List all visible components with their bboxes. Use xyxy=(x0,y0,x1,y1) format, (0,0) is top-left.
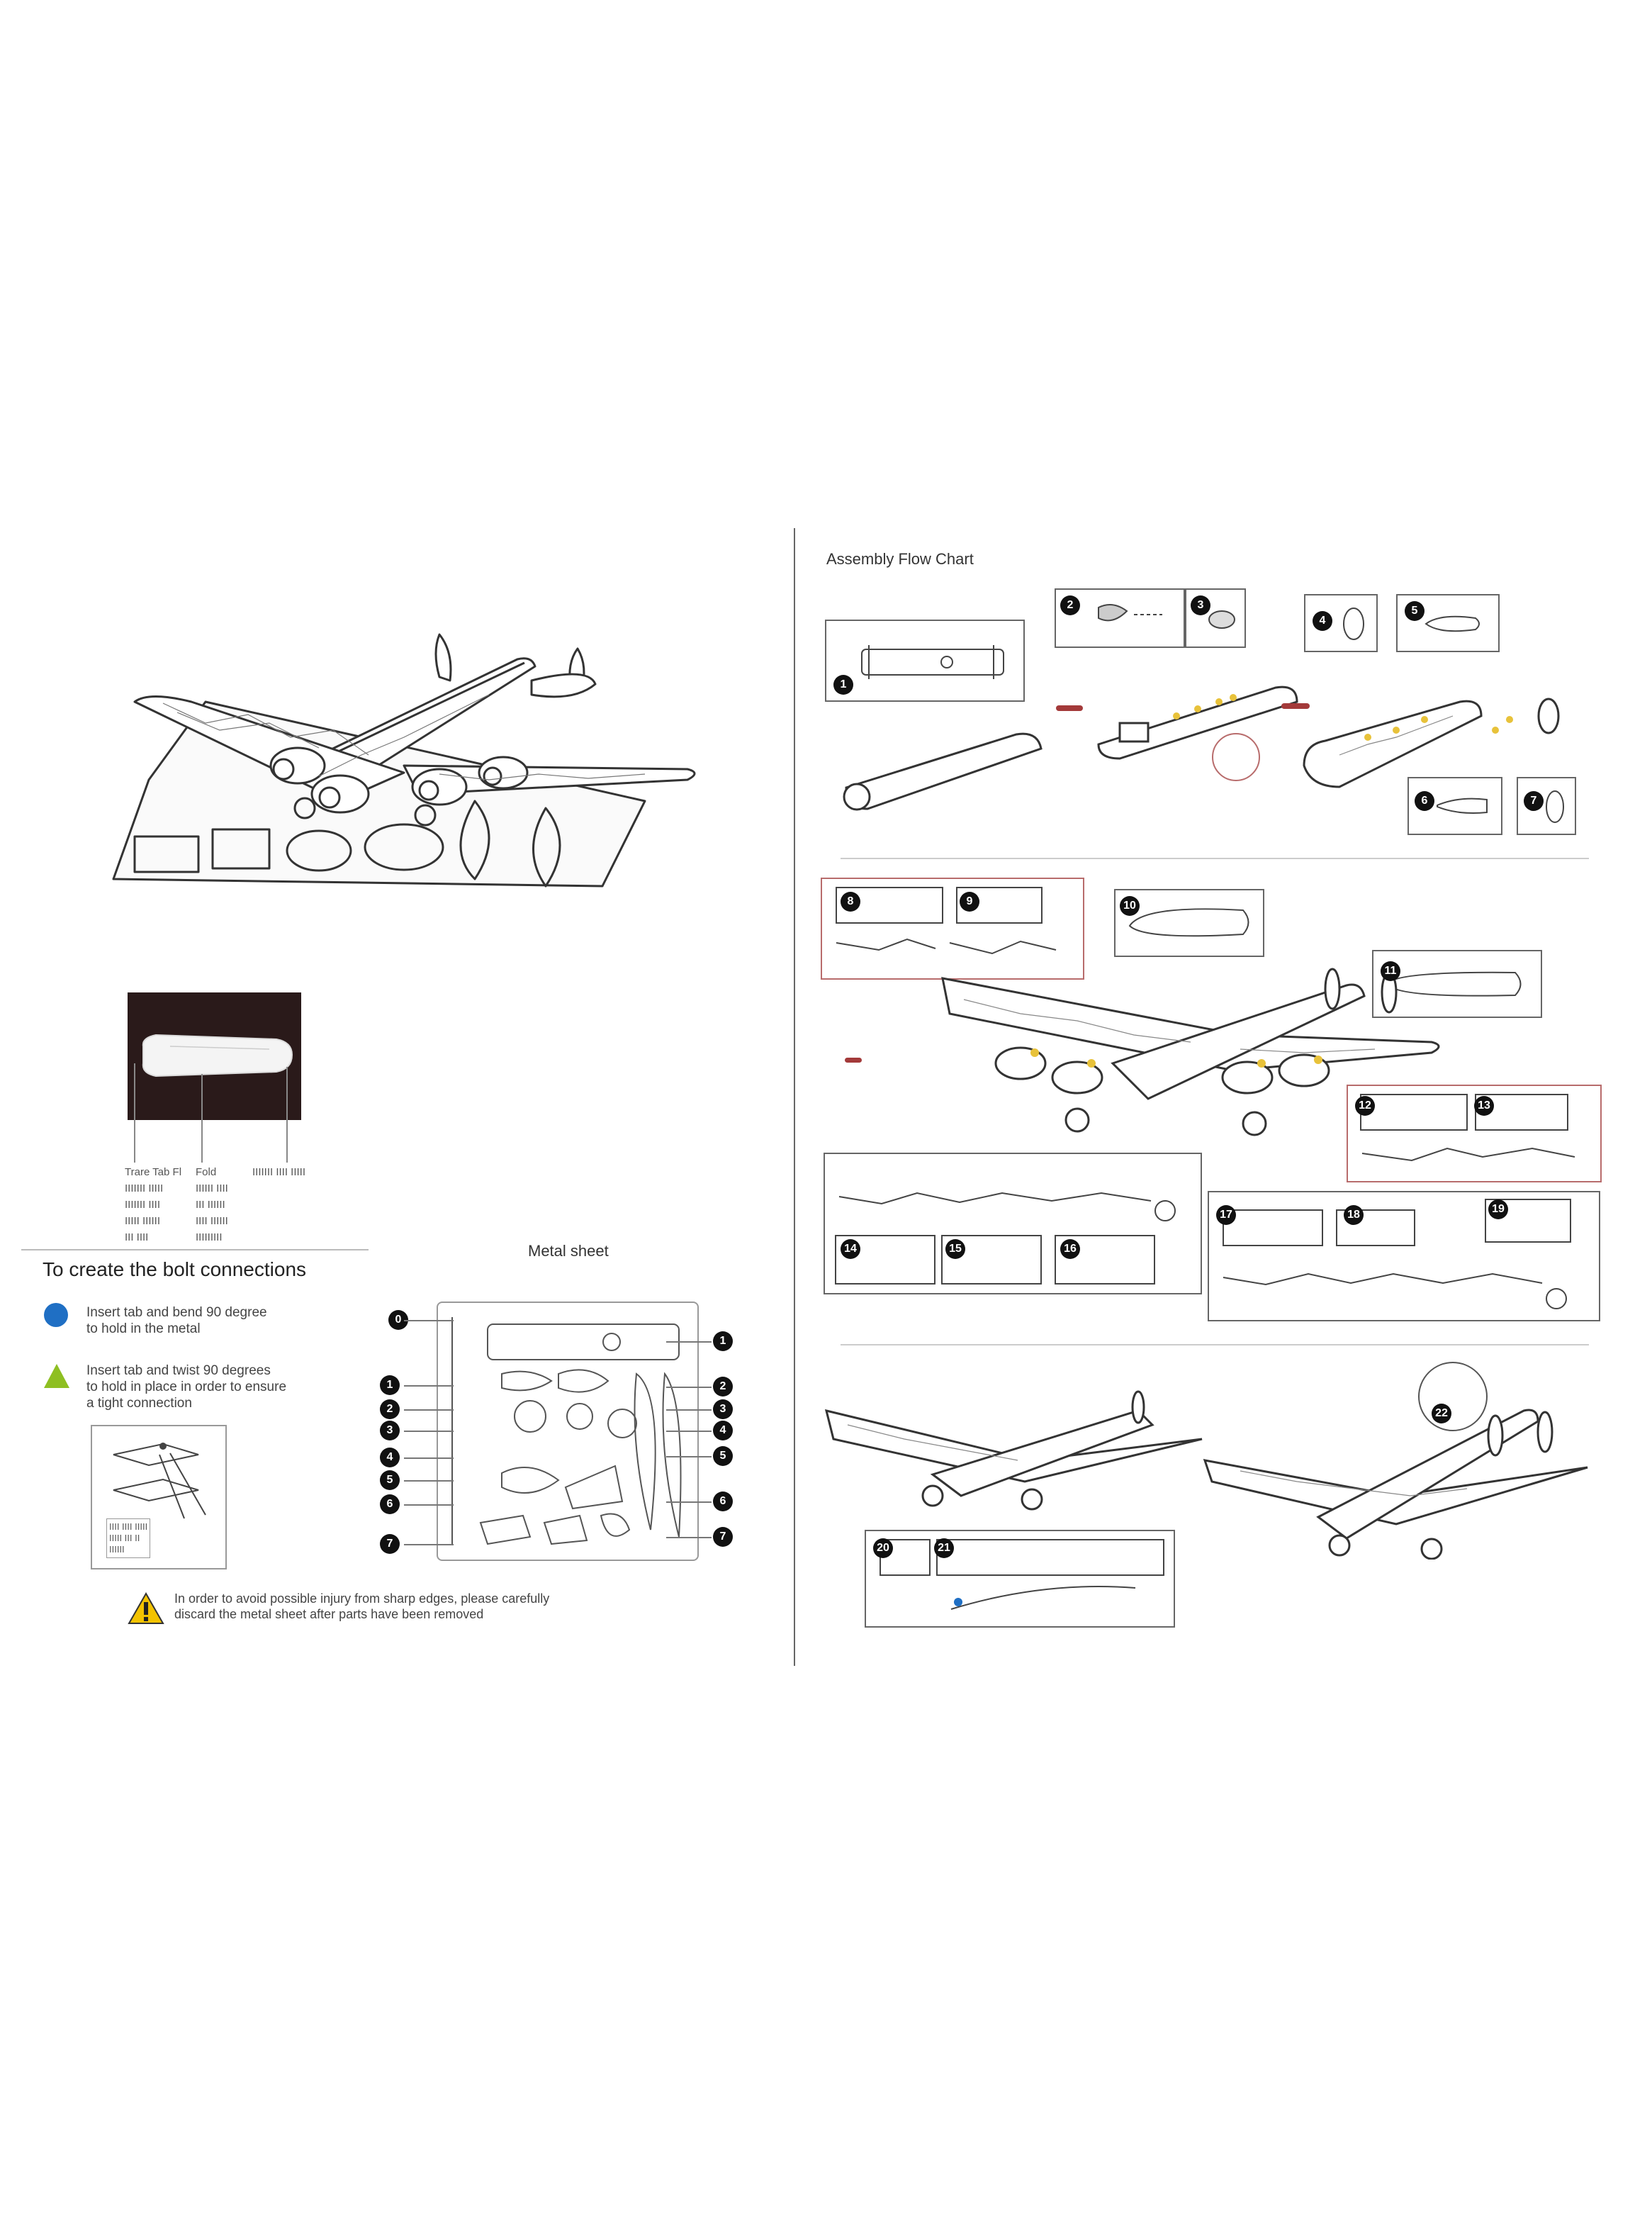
metal-sheet-leader-left xyxy=(404,1480,454,1482)
assembly-step-badge: 14 xyxy=(841,1239,860,1259)
plane-step-final-b xyxy=(1203,1362,1588,1560)
callout-tear-tab: Trare Tab Fl IIIIIII IIIII IIIIIII IIII … xyxy=(125,1166,182,1243)
step-box-9 xyxy=(1114,889,1264,957)
blue-dot-text: Insert tab and bend 90 degree to hold in… xyxy=(86,1305,267,1336)
finished-model-illustration xyxy=(112,633,696,888)
row-divider-2 xyxy=(841,1344,1589,1345)
callout-fold: Fold IIIIII IIII III IIIIII IIII IIIIII … xyxy=(196,1166,228,1243)
bolt-section-title: To create the bolt connections xyxy=(43,1258,307,1280)
pliers-diagram xyxy=(113,1443,206,1519)
metal-sheet-leader-right xyxy=(666,1431,712,1432)
assembly-step-badge: 18 xyxy=(1344,1205,1364,1225)
metal-sheet-badge-left: 1 xyxy=(380,1375,400,1395)
metal-sheet-badge-right: 3 xyxy=(713,1399,733,1419)
metal-sheet-diagram xyxy=(437,1302,699,1561)
assembly-flow-chart-title: Assembly Flow Chart xyxy=(826,550,974,568)
step-box-6 xyxy=(1407,777,1502,835)
row-divider-1 xyxy=(841,858,1589,859)
metal-sheet-leader-left xyxy=(404,1385,454,1387)
metal-sheet-leader-left xyxy=(404,1457,454,1459)
step-box-13 xyxy=(1208,1191,1600,1321)
metal-sheet-badge-left: 5 xyxy=(380,1470,400,1490)
arrow-1 xyxy=(1056,705,1083,711)
warning-triangle-icon xyxy=(128,1592,164,1624)
metal-sheet-leader-right xyxy=(666,1341,712,1343)
assembly-step-badge: 20 xyxy=(873,1538,893,1558)
metal-sheet-badge-left: 3 xyxy=(380,1421,400,1440)
assembly-step-badge: 4 xyxy=(1313,611,1332,631)
callout-third: IIIIIII IIII IIIII xyxy=(252,1166,306,1178)
metal-sheet-badge-right: 2 xyxy=(713,1377,733,1397)
green-triangle-text: Insert tab and twist 90 degrees to hold … xyxy=(86,1363,287,1411)
blue-dot-icon xyxy=(44,1303,68,1327)
inset-note: IIII IIII IIIII IIIII III II IIIIII xyxy=(106,1518,151,1558)
fuselage-step-2 xyxy=(1097,685,1298,760)
metal-sheet-badge-left: 6 xyxy=(380,1494,400,1514)
assembly-step-badge: 22 xyxy=(1432,1404,1451,1423)
metal-sheet-leader-right xyxy=(666,1409,712,1411)
metal-sheet-badge-left: 2 xyxy=(380,1399,400,1419)
metal-sheet-parts xyxy=(451,1317,682,1545)
step-box-8 xyxy=(821,878,1084,980)
metal-sheet-badge-right: 4 xyxy=(713,1421,733,1440)
metal-sheet-leader-left xyxy=(404,1320,454,1321)
metal-sheet-leader-right xyxy=(666,1501,712,1503)
assembly-step-badge: 9 xyxy=(960,892,979,912)
arrow-2 xyxy=(1281,703,1310,709)
bolt-inset-diagram: IIII IIII IIIII IIIII III II IIIIII xyxy=(91,1425,227,1569)
metal-sheet-leader-right xyxy=(666,1537,712,1538)
left-divider xyxy=(21,1249,369,1250)
fuselage-step-1 xyxy=(843,732,1043,811)
metal-sheet-badge-left: 4 xyxy=(380,1448,400,1467)
fuselage-step-3 xyxy=(1303,698,1560,788)
metal-sheet-badge-right: 7 xyxy=(713,1527,733,1547)
assembly-step-badge: 17 xyxy=(1216,1205,1236,1225)
warning-text: In order to avoid possible injury from s… xyxy=(174,1591,550,1621)
metal-sheet-badge-right: 6 xyxy=(713,1492,733,1511)
zoom-circle-1 xyxy=(1212,733,1260,781)
step-box-12 xyxy=(1347,1085,1602,1182)
assembly-step-badge: 3 xyxy=(1191,595,1210,615)
assembly-step-badge: 1 xyxy=(833,675,853,695)
step-box-1 xyxy=(825,620,1025,702)
assembly-step-badge: 7 xyxy=(1524,791,1544,811)
metal-sheet-badge-right: 1 xyxy=(713,1331,733,1351)
metal-sheet-leader-left xyxy=(404,1409,454,1411)
part-photo-shape xyxy=(142,1034,293,1078)
assembly-step-badge: 5 xyxy=(1405,601,1425,621)
assembly-step-badge: 21 xyxy=(934,1538,954,1558)
plane-step-final-a xyxy=(824,1390,1203,1511)
full-plane-step xyxy=(941,968,1440,1136)
metal-sheet-badge-left: 7 xyxy=(380,1534,400,1554)
assembly-step-badge: 15 xyxy=(945,1239,965,1259)
step-box-14 xyxy=(865,1530,1175,1628)
step-box-11 xyxy=(824,1153,1202,1294)
assembly-step-badge: 8 xyxy=(841,892,860,912)
metal-sheet-leader-right xyxy=(666,1387,712,1388)
callout-lines xyxy=(134,1063,288,1163)
metal-sheet-badge-right: 5 xyxy=(713,1446,733,1466)
assembly-step-badge: 12 xyxy=(1355,1096,1375,1116)
arrow-3 xyxy=(845,1058,862,1063)
assembly-step-badge: 10 xyxy=(1120,896,1140,916)
metal-sheet-leader-left xyxy=(404,1504,454,1506)
assembly-step-badge: 2 xyxy=(1060,595,1080,615)
assembly-step-badge: 16 xyxy=(1060,1239,1080,1259)
metal-sheet-leader-left xyxy=(404,1544,454,1545)
step-box-3 xyxy=(1185,588,1246,648)
assembly-step-badge: 6 xyxy=(1415,791,1434,811)
metal-sheet-leader-right xyxy=(666,1456,712,1457)
green-triangle-icon xyxy=(44,1364,69,1388)
part-photo xyxy=(128,992,301,1120)
step-box-10 xyxy=(1372,950,1542,1018)
assembly-step-badge: 19 xyxy=(1488,1199,1508,1219)
metal-sheet-title: Metal sheet xyxy=(528,1242,609,1260)
page-divider xyxy=(794,528,795,1666)
assembly-step-badge: 13 xyxy=(1474,1096,1494,1116)
assembly-step-badge: 11 xyxy=(1381,961,1400,981)
metal-sheet-leader-left xyxy=(404,1431,454,1432)
